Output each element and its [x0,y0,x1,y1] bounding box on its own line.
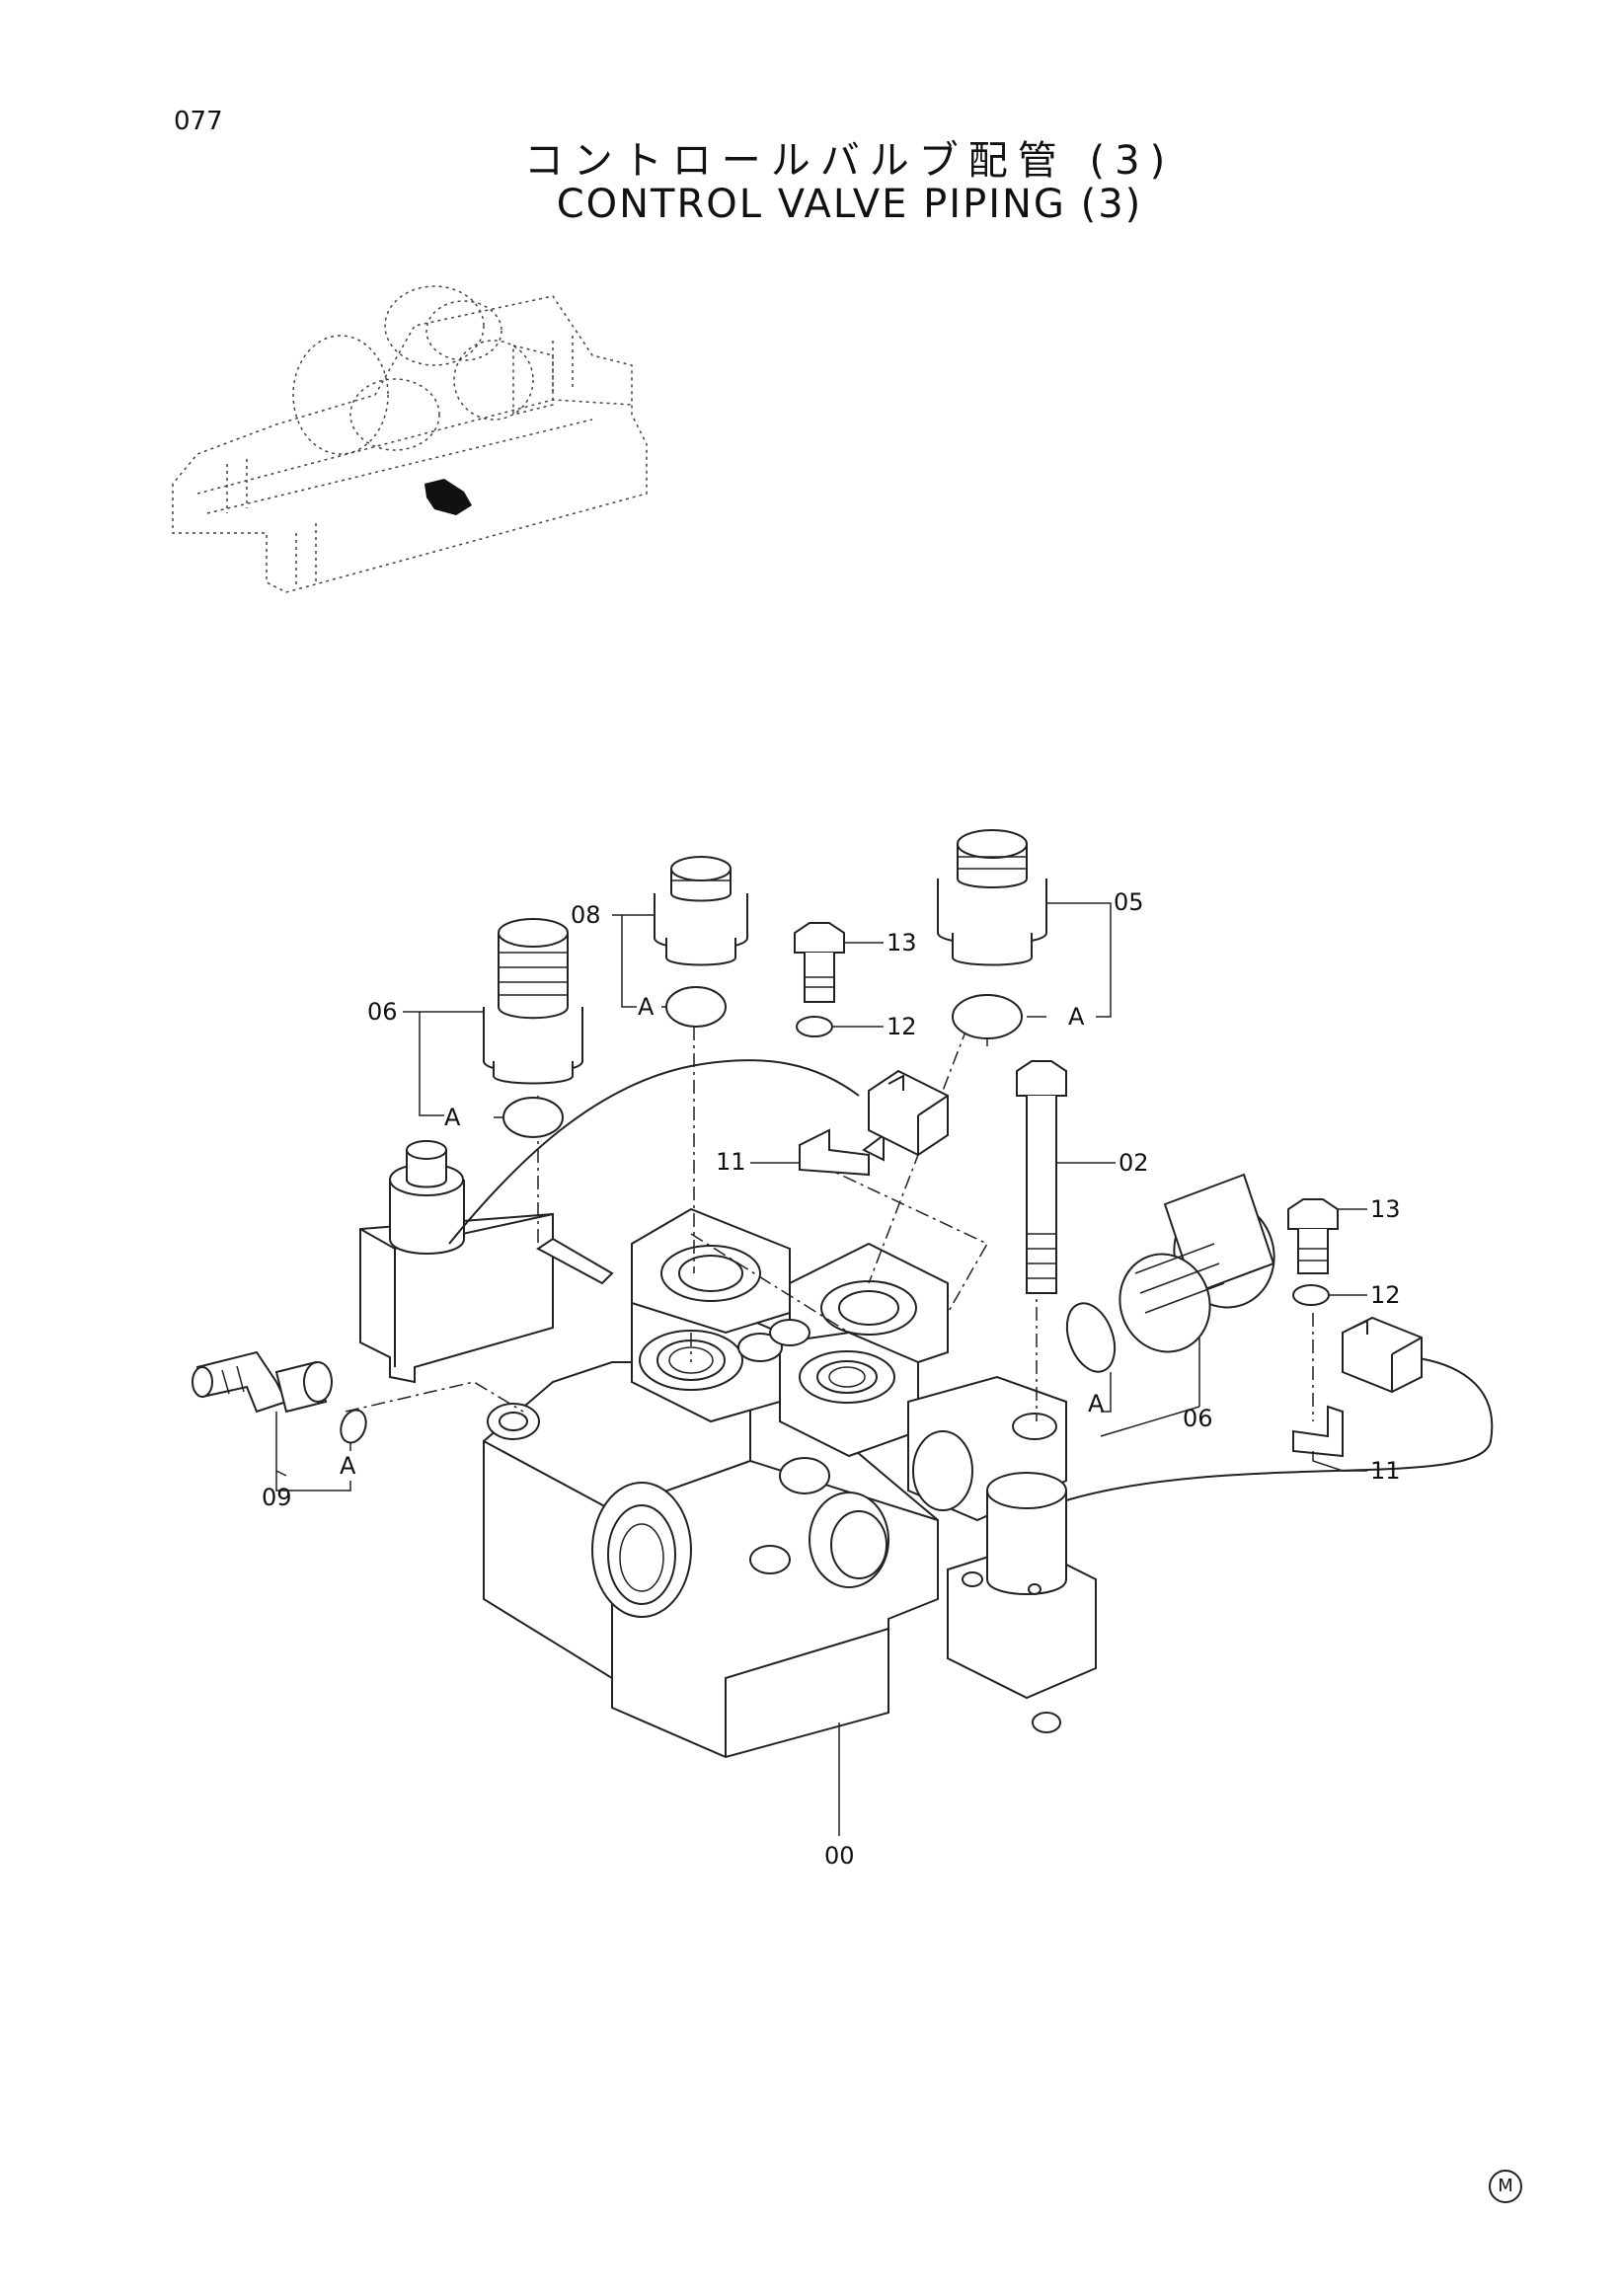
bolt-13-right [1287,1198,1339,1274]
elbow-fitting-09 [192,1350,333,1414]
fitting-06-right [1119,1173,1275,1353]
title-english: CONTROL VALVE PIPING (3) [556,182,1143,227]
label-a-08: A [638,993,655,1021]
bracket-11-top [799,1128,885,1177]
bolt-02 [1016,1060,1067,1294]
manufacturer-mark: M [1489,2170,1522,2203]
fitting-08 [654,856,748,966]
location-thumbnail [172,285,648,593]
label-05: 05 [1114,888,1144,916]
leader-lines [275,902,1367,1836]
label-06-top: 06 [367,998,398,1026]
title-japanese: コントロールバルブ配管 (3) [523,138,1176,184]
label-09: 09 [262,1484,292,1511]
label-02: 02 [1119,1149,1149,1177]
bracket-11-right [1292,1405,1344,1458]
washer-12-top [796,1016,833,1037]
label-11-right: 11 [1370,1457,1401,1485]
o-ring-06-top [502,1097,564,1138]
harness-wire-left [448,1059,860,1245]
highlighted-valve-location [424,479,472,515]
connector-right [1342,1316,1423,1394]
o-ring-05 [952,994,1023,1039]
label-a-06-right: A [1088,1390,1105,1417]
page-number: 077 [174,107,223,136]
bolt-13-top [794,922,845,1003]
o-ring-08 [665,986,727,1028]
fitting-06-top [483,918,583,1085]
connector-top [868,1069,949,1157]
o-ring-06-right [1065,1302,1117,1373]
label-a-09: A [340,1452,356,1480]
label-08: 08 [571,901,601,929]
washer-12-right [1292,1284,1330,1306]
label-13-top: 13 [887,929,917,957]
label-12-top: 12 [887,1013,917,1040]
control-valve-body [359,1140,1097,1759]
label-12-right: 12 [1370,1281,1401,1309]
label-11-top: 11 [716,1148,746,1176]
o-ring-09 [340,1409,367,1444]
label-a-05: A [1068,1003,1085,1031]
label-13-right: 13 [1370,1195,1401,1223]
label-00: 00 [824,1842,855,1870]
fitting-05 [937,829,1047,966]
harness-wire-right [1065,1356,1494,1501]
label-06-right: 06 [1183,1405,1213,1432]
label-a-06-top: A [444,1104,461,1131]
